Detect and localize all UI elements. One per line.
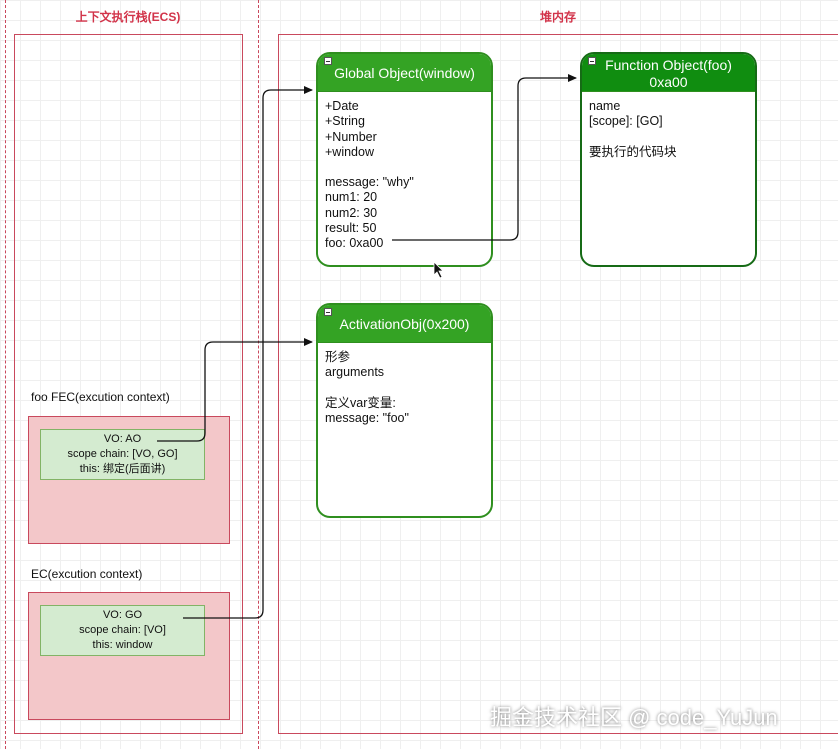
activation-line: 定义var变量:	[325, 395, 396, 410]
function-object-address: 0xa00	[649, 74, 688, 90]
global-object-title: Global Object(window)	[334, 65, 475, 81]
heap-title: 堆内存	[539, 10, 576, 24]
function-object-title: Function Object(foo)	[605, 57, 732, 73]
watermark: 掘金技术社区 @ code_YuJun	[490, 705, 778, 730]
global-line: +String	[325, 114, 365, 129]
global-line: +Date	[325, 99, 359, 113]
ec-line-scope: scope chain: [VO]	[79, 624, 166, 636]
ec-vo-arrow	[183, 86, 313, 619]
global-line: +window	[325, 144, 374, 159]
foo-fec-vo-box: VO: AO scope chain: [VO, GO] this: 绑定(后面…	[40, 429, 205, 480]
activation-line: arguments	[325, 365, 385, 380]
collapse-icon[interactable]	[324, 57, 332, 65]
ec-caption: EC(excution context)	[31, 567, 143, 581]
function-line: name	[589, 99, 621, 113]
foo-fec-vo-arrow	[157, 338, 313, 442]
global-object-body: +Date +String +Number +window message: "…	[318, 92, 491, 252]
global-line: result: 50	[325, 221, 377, 236]
foo-fec-line-this: this: 绑定(后面讲)	[79, 463, 166, 475]
middle-divider	[258, 0, 259, 749]
global-line: +Number	[325, 129, 377, 144]
collapse-icon[interactable]	[588, 57, 596, 65]
activation-object-body: 形参 arguments 定义var变量: message: "foo"	[318, 343, 491, 426]
ec-line-this: this: window	[92, 639, 153, 651]
ecs-title: 上下文执行栈(ECS)	[75, 10, 181, 24]
mouse-cursor-icon	[433, 261, 444, 279]
collapse-icon[interactable]	[324, 308, 332, 316]
global-line: message: "why"	[325, 175, 414, 190]
function-line: [scope]: [GO]	[589, 114, 663, 129]
function-object-body: name [scope]: [GO] 要执行的代码块	[582, 92, 755, 160]
foo-fec-line-scope: scope chain: [VO, GO]	[67, 448, 178, 460]
ec-vo-box: VO: GO scope chain: [VO] this: window	[40, 605, 205, 656]
activation-line: message: "foo"	[325, 410, 409, 425]
foo-pointer-arrow	[392, 74, 577, 241]
ec-line-vo: VO: GO	[102, 609, 143, 621]
global-line: num1: 20	[325, 190, 378, 205]
global-line: foo: 0xa00	[325, 236, 384, 251]
global-object-header: Global Object(window)	[318, 54, 491, 92]
activation-object-box[interactable]: ActivationObj(0x200) 形参 arguments 定义var变…	[316, 303, 493, 518]
activation-object-title: ActivationObj(0x200)	[339, 316, 470, 332]
left-divider	[5, 0, 6, 749]
activation-line: 形参	[325, 350, 351, 364]
global-object-box[interactable]: Global Object(window) +Date +String +Num…	[316, 52, 493, 267]
function-object-header: Function Object(foo) 0xa00	[582, 54, 755, 92]
foo-fec-line-vo: VO: AO	[103, 433, 142, 445]
global-line: num2: 30	[325, 205, 378, 220]
ecs-region	[14, 34, 243, 734]
activation-object-header: ActivationObj(0x200)	[318, 305, 491, 343]
function-object-box[interactable]: Function Object(foo) 0xa00 name [scope]:…	[580, 52, 757, 267]
function-line: 要执行的代码块	[589, 144, 677, 159]
foo-fec-caption: foo FEC(excution context)	[31, 390, 170, 404]
heap-region	[278, 34, 838, 734]
